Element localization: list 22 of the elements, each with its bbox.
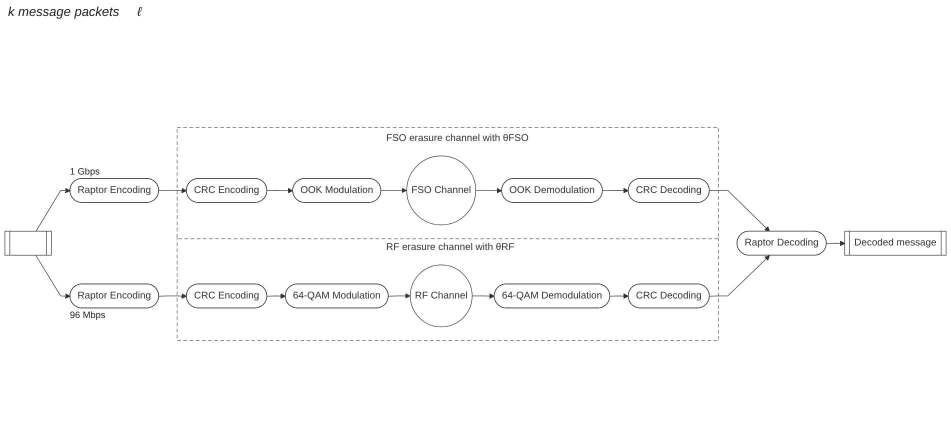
arrow (266, 188, 294, 194)
arrow (158, 188, 187, 194)
arrow (826, 240, 846, 246)
arrow (388, 293, 411, 299)
arrow (380, 188, 407, 194)
data-rate-label: 1 Gbps (70, 166, 100, 177)
arrow (602, 188, 629, 194)
arrow (472, 293, 495, 299)
arrow (475, 188, 502, 194)
node-circle: RF Channel (410, 264, 472, 328)
arrow (709, 255, 770, 297)
arrow (158, 293, 187, 299)
data-rate-label: 96 Mbps (70, 310, 106, 320)
arrow (36, 255, 70, 299)
arrow (610, 293, 629, 299)
dimension-label: ℓ (137, 4, 142, 19)
dimension-label: k message packets (8, 4, 120, 19)
node-bar (4, 230, 52, 256)
arrow (266, 293, 286, 299)
node-circle: FSO Channel (406, 156, 476, 226)
arrow (709, 190, 770, 232)
arrow (36, 188, 70, 232)
